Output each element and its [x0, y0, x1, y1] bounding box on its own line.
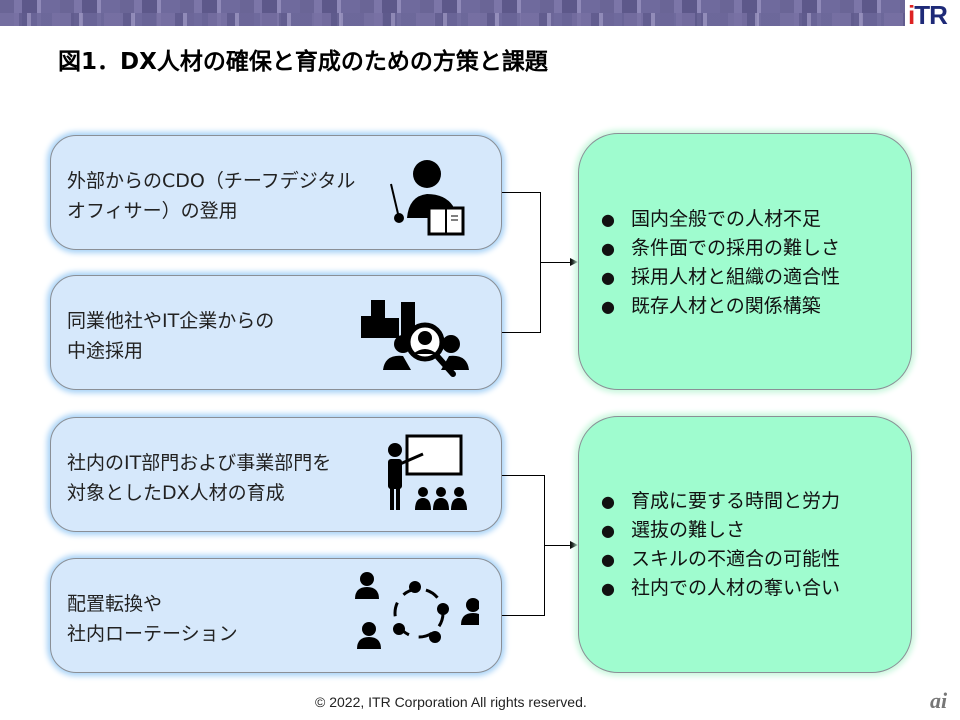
measure-box-rotation: 配置転換や社内ローテーション: [50, 558, 502, 673]
connector-line: [502, 332, 541, 333]
teacher-whiteboard-icon: [388, 434, 467, 510]
arrow-head-icon: [570, 258, 578, 266]
connector-line: [502, 475, 545, 476]
issue-item: 国内全般での人材不足: [601, 205, 840, 234]
measure-text: 社内ローテーション: [67, 623, 238, 645]
measure-box-cdo: 外部からのCDO（チーフデジタルオフィサー）の登用: [50, 135, 502, 250]
measure-box-midcareer: 同業他社やIT企業からの中途採用: [50, 275, 502, 390]
connector-line: [540, 262, 571, 263]
itr-logo: iTR: [908, 0, 948, 30]
measure-text: 社内のIT部門および事業部門を: [67, 452, 332, 474]
header-banner: [0, 0, 905, 26]
copyright-text: © 2022, ITR Corporation All rights reser…: [315, 694, 587, 710]
connector-line: [502, 192, 541, 193]
issue-item: 選抜の難しさ: [601, 516, 840, 545]
arrow-head-icon: [570, 541, 578, 549]
issue-item: 社内での人材の奪い合い: [601, 574, 840, 603]
measure-text: 外部からのCDO（チーフデジタル: [67, 170, 356, 192]
issue-item: 既存人材との関係構築: [601, 292, 840, 321]
issue-item: スキルの不適合の可能性: [601, 545, 840, 574]
measure-text: 中途採用: [67, 340, 144, 362]
presenter-icon: [390, 160, 465, 236]
issues-box-development: 育成に要する時間と労力 選抜の難しさ スキルの不適合の可能性 社内での人材の奪い…: [578, 416, 912, 673]
people-rotation-icon: [355, 572, 479, 649]
page-title: 図1．DX人材の確保と育成のための方策と課題: [58, 49, 548, 75]
connector-line: [544, 545, 571, 546]
measure-text: 対象としたDX人材の育成: [67, 482, 285, 504]
issue-item: 採用人材と組織の適合性: [601, 263, 840, 292]
watermark-logo: ai: [930, 688, 948, 713]
buildings-search-people-icon: [361, 300, 469, 377]
measure-box-training: 社内のIT部門および事業部門を対象としたDX人材の育成: [50, 417, 502, 532]
issue-item: 育成に要する時間と労力: [601, 487, 840, 516]
issue-item: 条件面での採用の難しさ: [601, 234, 840, 263]
issues-box-recruitment: 国内全般での人材不足 条件面での採用の難しさ 採用人材と組織の適合性 既存人材と…: [578, 133, 912, 390]
measure-text: 配置転換や: [67, 593, 163, 615]
measure-text: オフィサー）の登用: [67, 200, 238, 222]
connector-line: [502, 615, 545, 616]
measure-text: 同業他社やIT企業からの: [67, 310, 275, 332]
